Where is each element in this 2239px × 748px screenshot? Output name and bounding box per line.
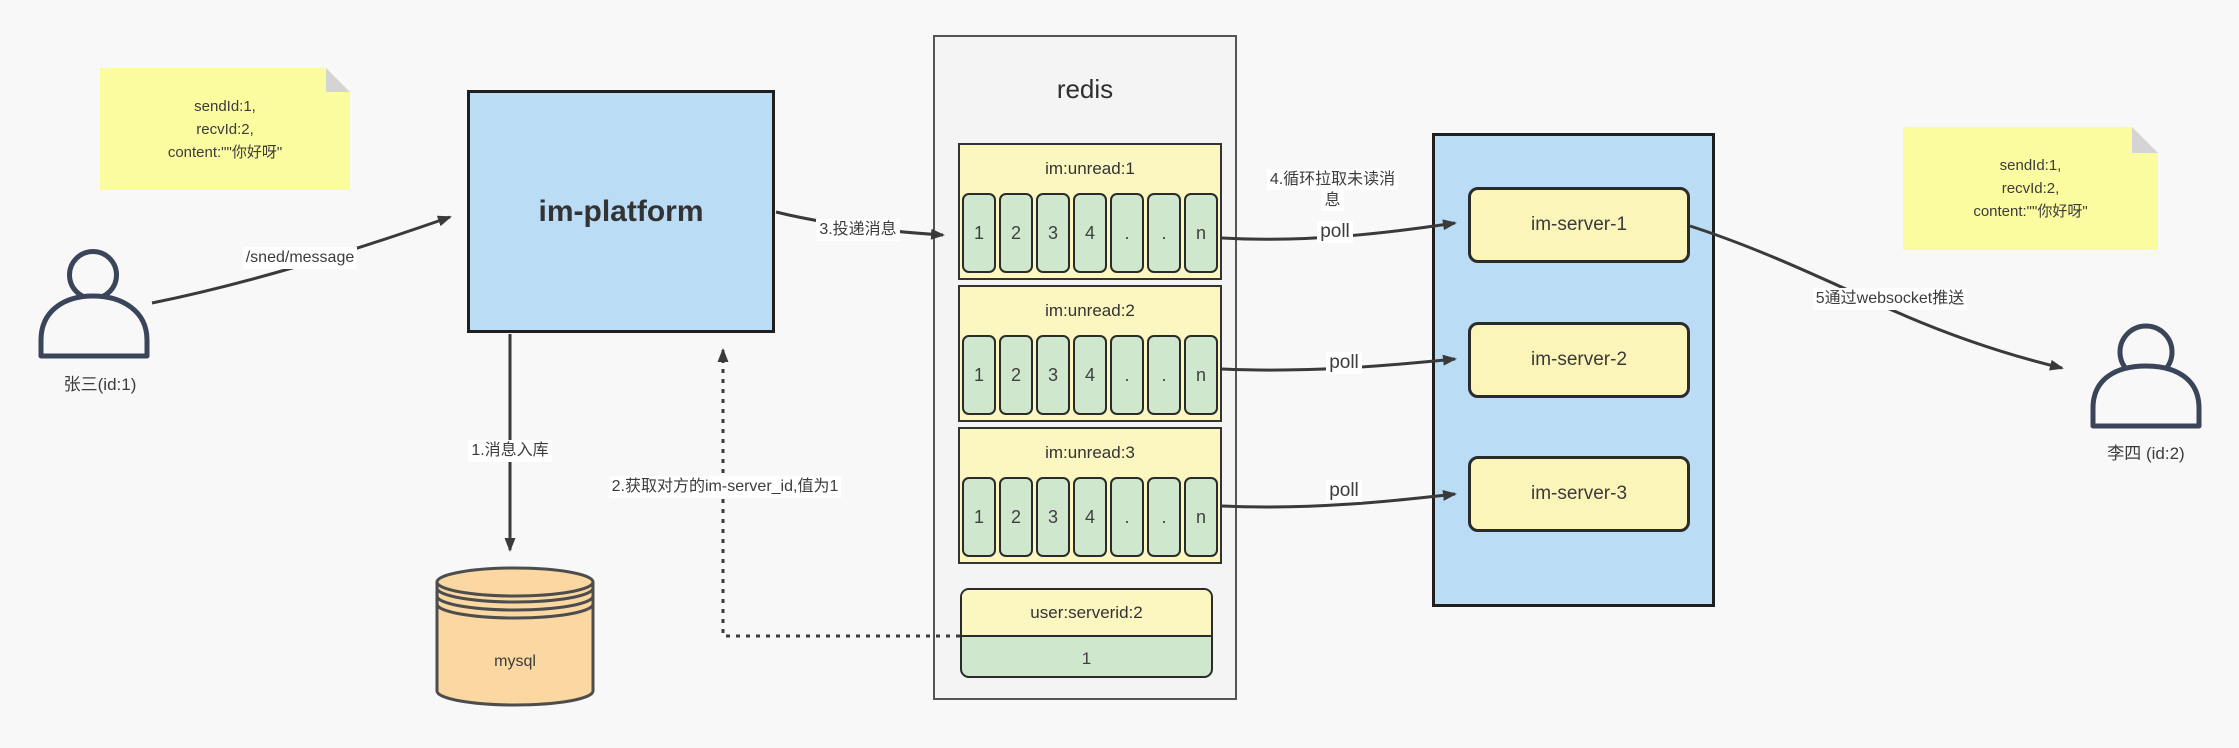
edge-label-send-api: /sned/message xyxy=(215,246,385,270)
edge-label-step1: 1.消息入库 xyxy=(440,439,580,463)
queue-cell: 2 xyxy=(999,335,1033,415)
im-server-3-box: im-server-3 xyxy=(1468,456,1690,532)
queue-im-unread-1: im:unread:1 1 2 3 4 . . n xyxy=(958,143,1222,280)
note-fold-icon xyxy=(2132,127,2158,153)
queue-cell: . xyxy=(1147,477,1181,557)
sender-label: 张三(id:1) xyxy=(63,374,137,394)
message-payload-note-left: sendId:1, recvId:2, content:""你好呀" xyxy=(100,68,350,190)
im-server-1-box: im-server-1 xyxy=(1468,187,1690,263)
edge-label-poll-1: poll xyxy=(1295,219,1375,245)
queue-cells: 1 2 3 4 . . n xyxy=(960,477,1220,557)
note-line: sendId:1, xyxy=(1999,157,2062,174)
note-line: content:""你好呀" xyxy=(1973,203,2088,220)
message-payload-note-right: sendId:1, recvId:2, content:""你好呀" xyxy=(1903,127,2158,250)
sender-person-icon xyxy=(38,249,150,359)
queue-cell: 3 xyxy=(1036,477,1070,557)
queue-cell: . xyxy=(1147,193,1181,273)
note-fold-icon xyxy=(326,68,350,92)
queue-cell: 3 xyxy=(1036,193,1070,273)
redis-title: redis xyxy=(933,74,1237,110)
edge-label-step3: 3.投递消息 xyxy=(788,218,928,242)
queue-name: im:unread:3 xyxy=(1045,443,1135,462)
queue-cells: 1 2 3 4 . . n xyxy=(960,335,1220,415)
kv-key: user:serverid:2 xyxy=(962,590,1211,637)
queue-cell: . xyxy=(1110,335,1144,415)
redis-title-text: redis xyxy=(1056,74,1114,104)
im-server-label: im-server-3 xyxy=(1530,483,1628,504)
kv-value: 1 xyxy=(1081,648,1092,668)
queue-cell: . xyxy=(1110,477,1144,557)
im-server-label: im-server-1 xyxy=(1530,214,1628,235)
im-platform-box: im-platform xyxy=(467,90,775,333)
queue-cell: . xyxy=(1110,193,1144,273)
im-platform-label: im-platform xyxy=(538,194,704,228)
queue-im-unread-2: im:unread:2 1 2 3 4 . . n xyxy=(958,285,1222,422)
queue-cell: 2 xyxy=(999,193,1033,273)
edge-label-step5: 5通过websocket推送 xyxy=(1790,287,1990,311)
queue-cell: 2 xyxy=(999,477,1033,557)
queue-im-unread-3: im:unread:3 1 2 3 4 . . n xyxy=(958,427,1222,564)
note-line: recvId:2, xyxy=(2001,180,2060,197)
edge-label-step2: 2.获取对方的im-server_id,值为1 xyxy=(575,475,875,499)
note-line: sendId:1, xyxy=(194,97,256,115)
receiver-person-icon xyxy=(2090,323,2202,429)
edge-label-poll-2: poll xyxy=(1304,350,1384,376)
mysql-database-icon xyxy=(435,566,595,707)
queue-cell: 4 xyxy=(1073,335,1107,415)
queue-cell: 3 xyxy=(1036,335,1070,415)
im-server-2-box: im-server-2 xyxy=(1468,322,1690,398)
edge-label-poll-3: poll xyxy=(1304,478,1384,504)
mysql-label: mysql xyxy=(494,653,536,670)
queue-cell: 1 xyxy=(962,335,996,415)
queue-cell: n xyxy=(1184,193,1218,273)
queue-cell: 4 xyxy=(1073,477,1107,557)
kv-user-serverid: user:serverid:2 1 xyxy=(960,588,1213,678)
note-line: content:""你好呀" xyxy=(167,143,283,161)
queue-cell: 4 xyxy=(1073,193,1107,273)
edge-label-step4: 4.循环拉取未读消 息 xyxy=(1245,166,1420,214)
im-server-label: im-server-2 xyxy=(1530,349,1628,370)
note-line: recvId:2, xyxy=(196,120,254,138)
queue-cell: n xyxy=(1184,477,1218,557)
queue-cells: 1 2 3 4 . . n xyxy=(960,193,1220,273)
queue-name: im:unread:1 xyxy=(1045,159,1135,178)
queue-cell: n xyxy=(1184,335,1218,415)
queue-cell: . xyxy=(1147,335,1181,415)
receiver-label: 李四 (id:2) xyxy=(2107,443,2185,463)
queue-cell: 1 xyxy=(962,193,996,273)
queue-name: im:unread:2 xyxy=(1045,301,1135,320)
queue-cell: 1 xyxy=(962,477,996,557)
